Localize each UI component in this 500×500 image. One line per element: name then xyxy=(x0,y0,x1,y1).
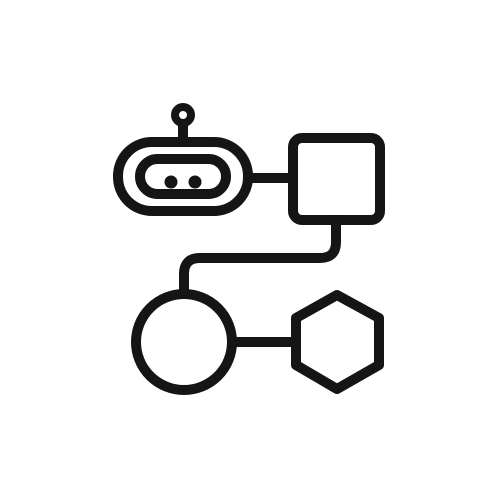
connector-square-circle xyxy=(179,215,341,299)
square-node-icon xyxy=(288,133,385,225)
circle-node-icon xyxy=(131,289,237,395)
antenna-icon xyxy=(171,103,195,146)
robot-eyes-icon xyxy=(164,175,202,189)
hexagon-node-icon xyxy=(291,290,384,394)
left-eye-icon xyxy=(164,175,178,189)
right-eye-icon xyxy=(188,175,202,189)
robot-head-icon xyxy=(113,137,253,216)
